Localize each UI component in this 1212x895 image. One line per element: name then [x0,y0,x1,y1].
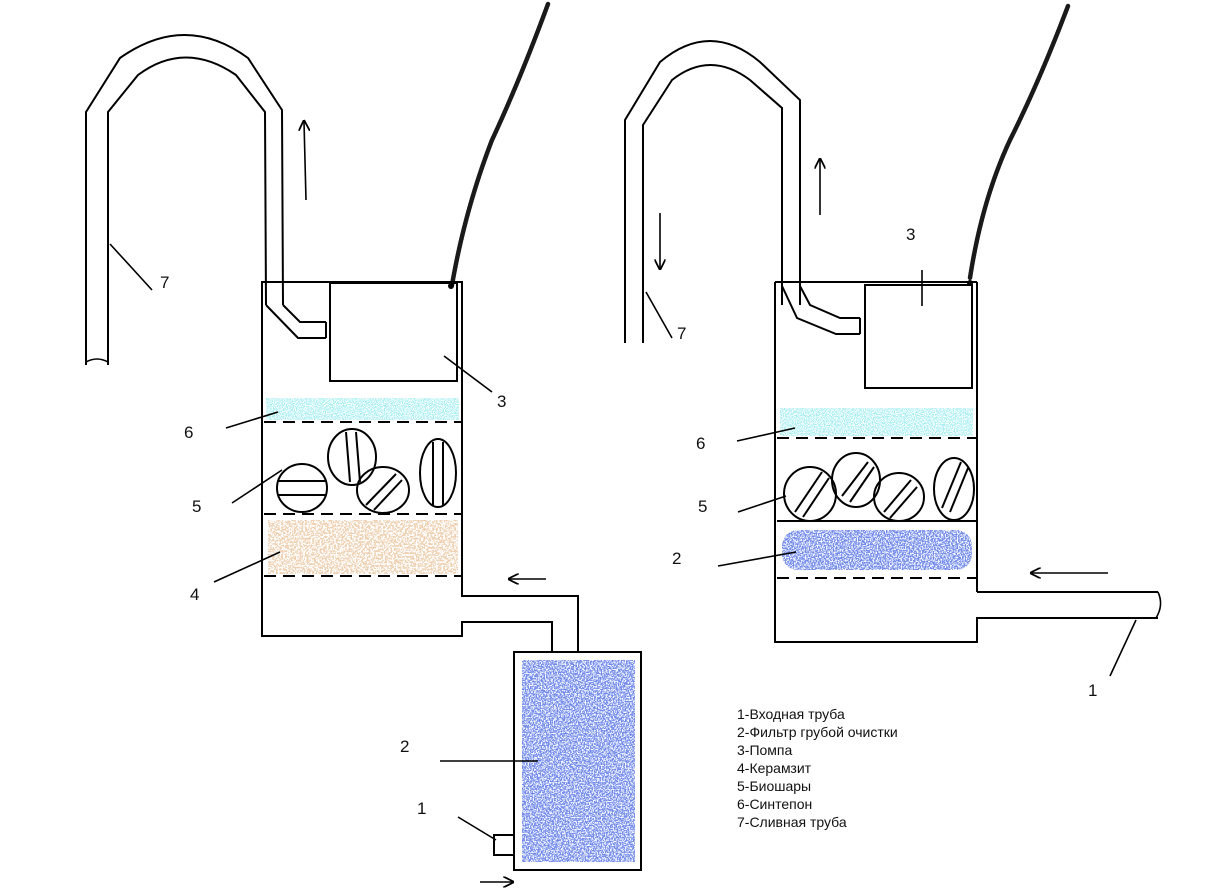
left-coarse-filter-media [522,660,635,862]
legend-item-5: 5-Биошары [737,778,811,794]
right-drain-pipe-inner [642,64,783,343]
legend: 1-Входная труба 2-Фильтр грубой очистки … [737,706,898,830]
right-leader-6 [736,427,796,442]
left-label-2: 2 [400,737,409,756]
left-leader-1 [457,816,497,841]
left-arrow-up [304,122,306,201]
left-label-3: 3 [497,392,506,411]
right-drain-pipe [624,40,801,343]
left-synthetic-layer [266,398,459,420]
left-leader-3 [443,355,493,393]
left-drain-pipe [85,34,284,365]
left-leader-5 [231,469,283,504]
right-bioballs [783,452,975,522]
right-label-5: 5 [698,497,707,516]
left-pump [329,282,458,382]
left-label-5: 5 [192,497,201,516]
right-power-cord [967,3,1071,281]
right-leader-2 [717,551,797,567]
legend-item-1: 1-Входная труба [737,706,845,722]
legend-item-4: 4-Керамзит [737,760,812,776]
left-label-1: 1 [417,799,426,818]
legend-item-3: 3-Помпа [737,742,793,758]
right-leader-5 [737,495,787,513]
legend-item-7: 7-Сливная труба [737,814,847,830]
left-leader-4 [213,551,281,583]
right-label-1: 1 [1088,681,1097,700]
right-label-6: 6 [696,434,705,453]
right-container [774,282,1158,643]
left-inlet-nozzle [493,834,515,856]
legend-item-6: 6-Синтепон [737,796,812,812]
right-pump-cord-dot [967,280,973,286]
left-drain-pipe-end [85,358,109,363]
left-power-cord [449,1,551,288]
right-pump-elbow [781,285,861,335]
right-leader-1 [1109,619,1137,677]
left-label-6: 6 [184,423,193,442]
left-pump-elbow [265,304,327,339]
right-pump [864,284,973,389]
left-filter: 7 3 6 5 4 2 1 [85,1,642,882]
right-coarse-layer [782,530,972,570]
right-label-7: 7 [677,324,686,343]
left-leader-6 [225,411,279,429]
legend-item-2: 2-Фильтр грубой очистки [737,724,898,740]
left-pump-cord-dot [448,283,454,289]
left-bioballs [276,428,457,514]
left-ceramsite-layer [268,520,458,574]
right-synthetic-layer [780,408,973,436]
right-leader-7 [645,291,673,339]
left-label-7: 7 [160,273,169,292]
left-leader-7 [109,243,153,291]
right-filter: 7 3 6 5 2 1 [624,3,1162,700]
right-label-2: 2 [672,549,681,568]
right-inlet-pipe-end [1155,591,1162,619]
left-label-4: 4 [190,585,199,604]
right-label-3: 3 [906,225,915,244]
left-drain-pipe-inner [107,56,267,365]
